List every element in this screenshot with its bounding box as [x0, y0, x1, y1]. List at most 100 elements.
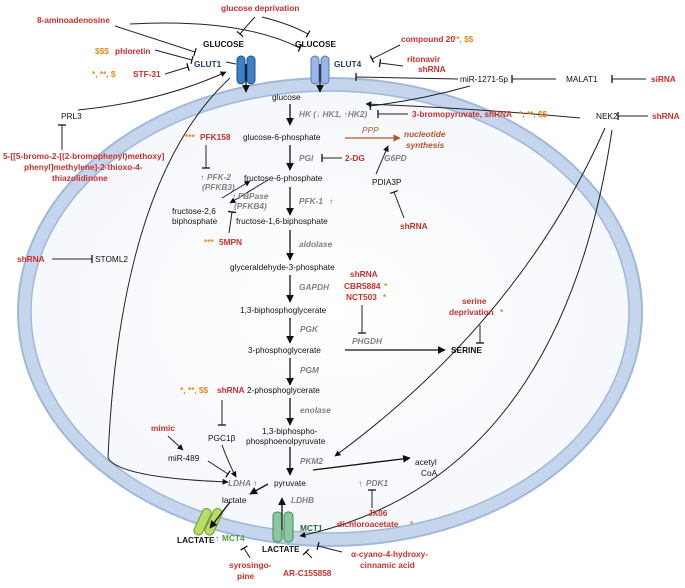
fbpase-up-arrow: ↑ [232, 191, 236, 201]
pfk158-label: PFK158 [200, 132, 231, 142]
dichloroacetate-label: dichloroacetate [337, 519, 399, 529]
ldha-up-arrow: ↑ [253, 478, 257, 488]
nucleotide-synthesis-line1: nucleotide [404, 129, 446, 139]
lactate-intracellular: lactate [222, 495, 247, 505]
fbpase-line2: (PFKB4) [234, 201, 267, 211]
ritonavir-shrna-label: shRNA [418, 64, 446, 74]
glut1-transporter [236, 55, 256, 85]
syrosingopine-line1: syrosingo- [229, 560, 272, 570]
pdia3p-label: PDIA3P [372, 177, 402, 187]
phloretin-label: phloretin [115, 46, 151, 56]
mir489-label: miR-489 [168, 453, 200, 463]
pdia3p-shrna-label: shRNA [400, 221, 428, 231]
glucose-intracellular: glucose [272, 92, 301, 102]
compound20-label: compound 20 [401, 34, 455, 44]
phgdh-inhibitor-line3: NCT503 [346, 292, 377, 302]
f6p-metabolite: fructose-6-phosphate [244, 173, 323, 183]
pep-line2: phosphoenolpyruvate [246, 436, 326, 446]
mct4-label: MCT4 [222, 533, 245, 543]
cyano-line1: α-cyano-4-hydroxy- [351, 549, 428, 559]
mct4-up-arrow: ↑ [215, 533, 219, 543]
lactate-extracellular-left: LACTATE [177, 535, 215, 545]
ar-c155858-label: AR-C155858 [283, 568, 332, 578]
pkm2-enzyme: PKM2 [300, 456, 323, 466]
prl3-label: PRL3 [61, 111, 82, 121]
pdk1-enzyme: PDK1 [366, 478, 389, 488]
phgdh-inhibitor-line2: CBR5884 [344, 281, 381, 291]
g6pd-enzyme: G6PD [384, 153, 407, 163]
glucose-deprivation-label: glucose deprivation [221, 3, 299, 13]
stoml2-shrna-label: shRNA [17, 254, 45, 264]
gap-metabolite: glyceraldehyde-3-phosphate [230, 262, 335, 272]
glut1-label: GLUT1 [194, 59, 222, 69]
aldolase-enzyme: aldolase [299, 239, 333, 249]
ldhb-enzyme: LDHB [291, 495, 314, 505]
nucleotide-synthesis-line2: synthesis [406, 140, 445, 150]
pdk1-up-arrow: ↑ [358, 478, 362, 488]
jx06-label: JX06 [368, 508, 388, 518]
glut4-label: GLUT4 [334, 59, 362, 69]
acetyl-coa-line1: acetyl [415, 457, 437, 467]
pfk1-up-arrow: ↑ [329, 196, 333, 206]
glucose-extracellular-left: GLUCOSE [203, 39, 244, 49]
pgc1b-inhibitor-label: shRNA [217, 385, 245, 395]
serine-metabolite: SERINE [451, 345, 482, 355]
connector-lines [52, 16, 648, 559]
5mpn-label: 5MPN [219, 237, 242, 247]
pep-line1: 1,3-biphospho- [262, 426, 318, 436]
ldha-enzyme: LDHA [228, 478, 251, 488]
compound20-marks: **, $$ [453, 34, 474, 44]
nek2-label: NEK2 [596, 111, 618, 121]
2dg-label: 2-DG [345, 153, 365, 163]
bromopyruvate-marks: *, **, $$ [519, 109, 548, 119]
serine-deprivation-line1: serine [462, 296, 487, 306]
nek2-shrna-label: shRNA [652, 111, 680, 121]
stf31-marks: *, **, $ [92, 69, 116, 79]
pyruvate-metabolite: pyruvate [274, 478, 306, 488]
glut4-transporter [310, 55, 330, 85]
pgm-enzyme: PGM [300, 365, 320, 375]
gapdh-enzyme: GAPDH [299, 282, 330, 292]
prl3-inhibitor-line2: phenyl]methylene]-2-thioxo-4- [24, 162, 143, 172]
pfk1-enzyme: PFK-1 [299, 196, 323, 206]
phgdh-inhibitor-marks-2: * [383, 292, 387, 302]
3pg-metabolite: 3-phosphoglycerate [248, 345, 321, 355]
f26bp-line2: biphosphate [172, 216, 218, 226]
prl3-inhibitor-line3: thiazolidinone [52, 173, 108, 183]
pgk-enzyme: PGK [300, 324, 319, 334]
2pg-metabolite: 2-phosphoglycerate [247, 385, 320, 395]
phloretin-marks: $$$ [95, 46, 109, 56]
malat1-sirna-label: siRNA [651, 74, 676, 84]
pfk2-up-arrow: ↑ [200, 172, 204, 182]
f16bp-metabolite: fructose-1,6-biphosphate [236, 216, 328, 226]
bromopyruvate-label: 3-bromopyruvate, shRNA [412, 109, 512, 119]
fbpase-line1: FBPase [238, 191, 269, 201]
syrosingopine-line2: pine [237, 571, 254, 581]
phgdh-enzyme: PHGDH [352, 336, 383, 346]
g6p-metabolite: glucose-6-phosphate [243, 132, 321, 142]
lactate-extracellular-right: LACTATE [262, 544, 300, 554]
enolase-enzyme: enolase [300, 405, 331, 415]
mir1271-label: miR-1271-5p [460, 74, 508, 84]
glucose-extracellular-right: GLUCOSE [295, 39, 336, 49]
pfk2-line2: (PFKB3) [202, 182, 235, 192]
prl3-inhibitor-line1: 5-[[5-bromo-2-[(2-bromophenyl)methoxy] [3, 151, 165, 161]
acetyl-coa-line2: CoA [421, 468, 438, 478]
pfk158-marks: *** [185, 132, 195, 142]
pgi-enzyme: PGI [299, 153, 314, 163]
phgdh-inhibitor-marks-1: * [384, 281, 388, 291]
ritonavir-label: ritonavir [407, 54, 441, 64]
cyano-line2: cinnamic acid [360, 560, 415, 570]
malat1-label: MALAT1 [566, 74, 598, 84]
mct1-label: MCT1 [300, 523, 323, 533]
f26bp-line1: fructose-2,6 [172, 206, 216, 216]
pfk2-line1: PFK-2 [207, 172, 231, 182]
aminoadenosine-label: 8-aminoadenosine [37, 15, 110, 25]
phgdh-inhibitor-line1: shRNA [350, 269, 378, 279]
stoml2-label: STOML2 [95, 254, 128, 264]
pgc1b-inhibitor-marks: *, **, $$ [180, 385, 209, 395]
serine-deprivation-marks: * [500, 307, 504, 317]
mimic-label: mimic [151, 423, 175, 433]
dichloroacetate-marks: * [410, 519, 414, 529]
